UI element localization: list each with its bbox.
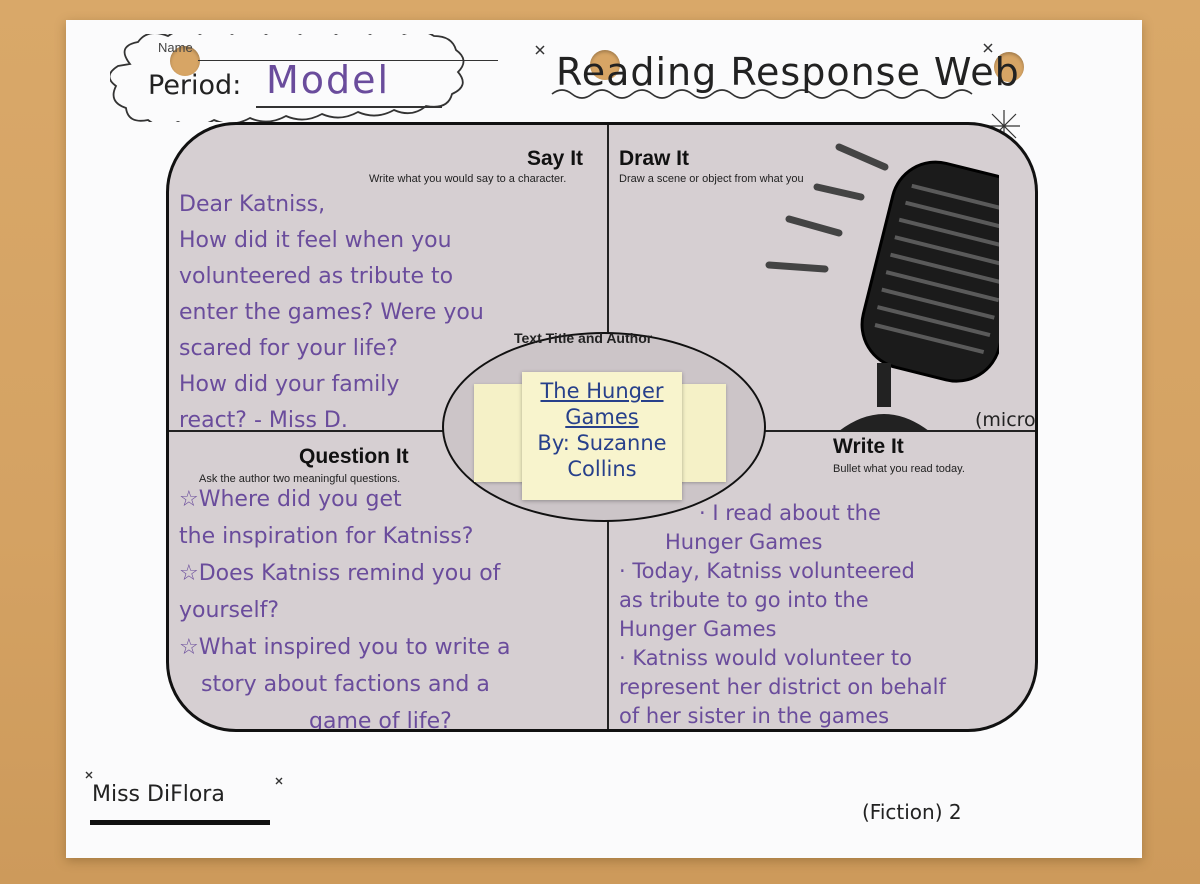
teacher-underline [90,820,270,825]
worksheet-paper: Name Period: Model Reading Response Web … [66,20,1142,858]
say-it-line: scared for your life? [179,336,398,361]
write-it-response: · I read about the Hunger Games · Today,… [619,499,946,729]
say-it-response: Dear Katniss, How did it feel when you v… [179,187,484,439]
period-line [256,106,442,108]
center-label: Text Title and Author [514,330,653,346]
punch-hole-left [170,46,200,76]
write-it-line: of her sister in the games [619,704,890,728]
question-it-line: the inspiration for Katniss? [179,524,474,549]
teacher-name: Miss DiFlora [92,782,225,807]
worksheet-title: Reading Response Web [556,50,1020,94]
question-it-response: ☆Where did you get the inspiration for K… [179,481,511,732]
say-it-line: volunteered as tribute to [179,264,454,289]
microphone-drawing [765,143,999,431]
question-it-line: ☆Does Katniss remind you of [179,561,501,586]
period-label: Period: [148,70,242,101]
write-it-line: Hunger Games [619,617,777,641]
sparkle-icon [988,110,1020,142]
draw-it-instruction: Draw a scene or object from what you [619,173,804,185]
say-it-instruction: Write what you would say to a character. [369,173,567,185]
question-it-line: story about factions and a [201,672,490,697]
drawing-caption: (microphone) [975,409,1036,431]
question-it-title: Question It [299,445,409,468]
name-line [198,60,498,61]
write-it-line: · I read about the [699,501,881,525]
write-it-instruction: Bullet what you read today. [833,463,965,475]
question-it-line: ☆Where did you get [179,487,402,512]
punch-hole-right [994,52,1024,82]
say-it-title: Say It [527,147,584,170]
teacher-name-doodle [85,771,283,785]
question-it-line: ☆What inspired you to write a [179,635,511,660]
say-it-line: enter the games? Were you [179,300,484,325]
write-it-line: · Today, Katniss volunteered [619,559,915,583]
sticky-note-title: The Hunger Games By: Suzanne Collins [522,372,682,500]
write-it-line: · Katniss would volunteer to [619,646,912,670]
book-title-line-1: The Hunger [540,379,664,403]
say-it-line: Dear Katniss, [179,192,326,217]
title-doodle-frame [535,43,993,99]
author-line-1: By: Suzanne [537,431,667,455]
write-it-line: as tribute to go into the [619,588,869,612]
say-it-line: How did your family [179,372,400,397]
question-it-line: game of life? [309,709,452,732]
name-label: Name [158,40,193,55]
period-value: Model [266,58,391,102]
write-it-line: represent her district on behalf [619,675,946,699]
write-it-title: Write It [833,435,904,458]
say-it-line: react? - Miss D. [179,408,348,433]
author-line-2: Collins [567,457,637,481]
book-title-line-2: Games [565,405,639,429]
name-cloud-doodle [110,34,465,122]
punch-hole-middle [590,50,620,80]
question-it-line: yourself? [179,598,279,623]
draw-it-title: Draw It [619,147,690,170]
write-it-line: Hunger Games [665,530,823,554]
question-it-instruction: Ask the author two meaningful questions. [199,473,401,485]
page-label: (Fiction) 2 [862,800,962,824]
say-it-line: How did it feel when you [179,228,452,253]
